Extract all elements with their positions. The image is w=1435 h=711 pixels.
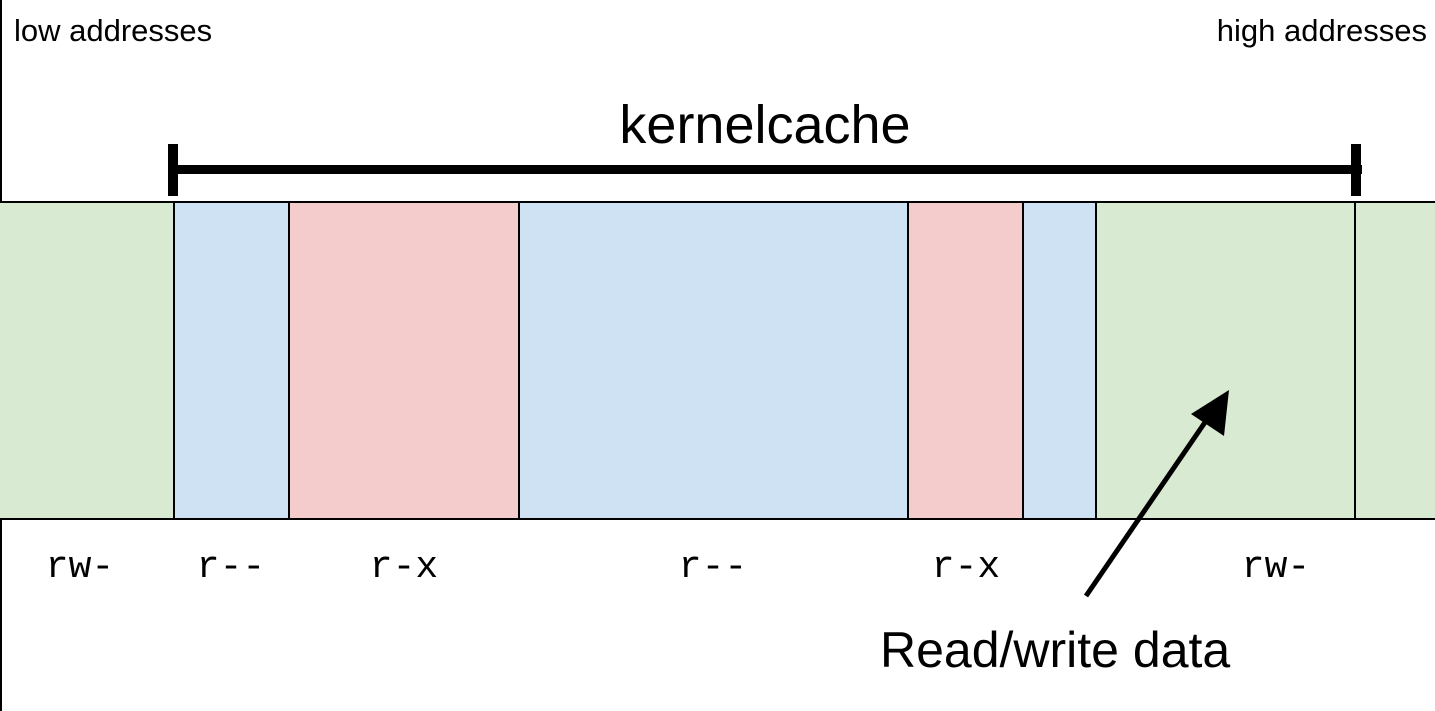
kernelcache-title: kernelcache: [619, 95, 911, 155]
read-write-data-callout: Read/write data: [880, 622, 1231, 678]
segment-rw-outer-low: [0, 203, 174, 518]
segment-r-3: [1023, 203, 1096, 518]
memory-band: [0, 201, 1435, 520]
low-addresses-label: low addresses: [14, 13, 213, 48]
perm-label-rx: r-x: [931, 546, 1001, 589]
perm-label-r: r--: [678, 546, 748, 589]
perm-label-rw: rw-: [45, 546, 115, 589]
kernelcache-bracket: [170, 165, 1362, 174]
segment-r-1: [174, 203, 289, 518]
perm-label-rx: r-x: [369, 546, 439, 589]
segment-r-2: [519, 203, 908, 518]
segment-divider: [518, 203, 520, 518]
segment-divider: [1022, 203, 1024, 518]
segment-rx-2: [908, 203, 1023, 518]
segment-divider: [1354, 203, 1356, 518]
segment-rx-1: [289, 203, 519, 518]
perm-label-r: r--: [196, 546, 266, 589]
high-addresses-label: high addresses: [1216, 13, 1427, 48]
segment-divider: [288, 203, 290, 518]
segment-divider: [1095, 203, 1097, 518]
segment-rw-data: [1096, 203, 1355, 518]
segment-divider: [173, 203, 175, 518]
segment-rw-outer-high: [1355, 203, 1435, 518]
perm-label-rw: rw-: [1241, 546, 1311, 589]
kernelcache-bracket-right-cap: [1351, 144, 1361, 196]
segment-divider: [907, 203, 909, 518]
